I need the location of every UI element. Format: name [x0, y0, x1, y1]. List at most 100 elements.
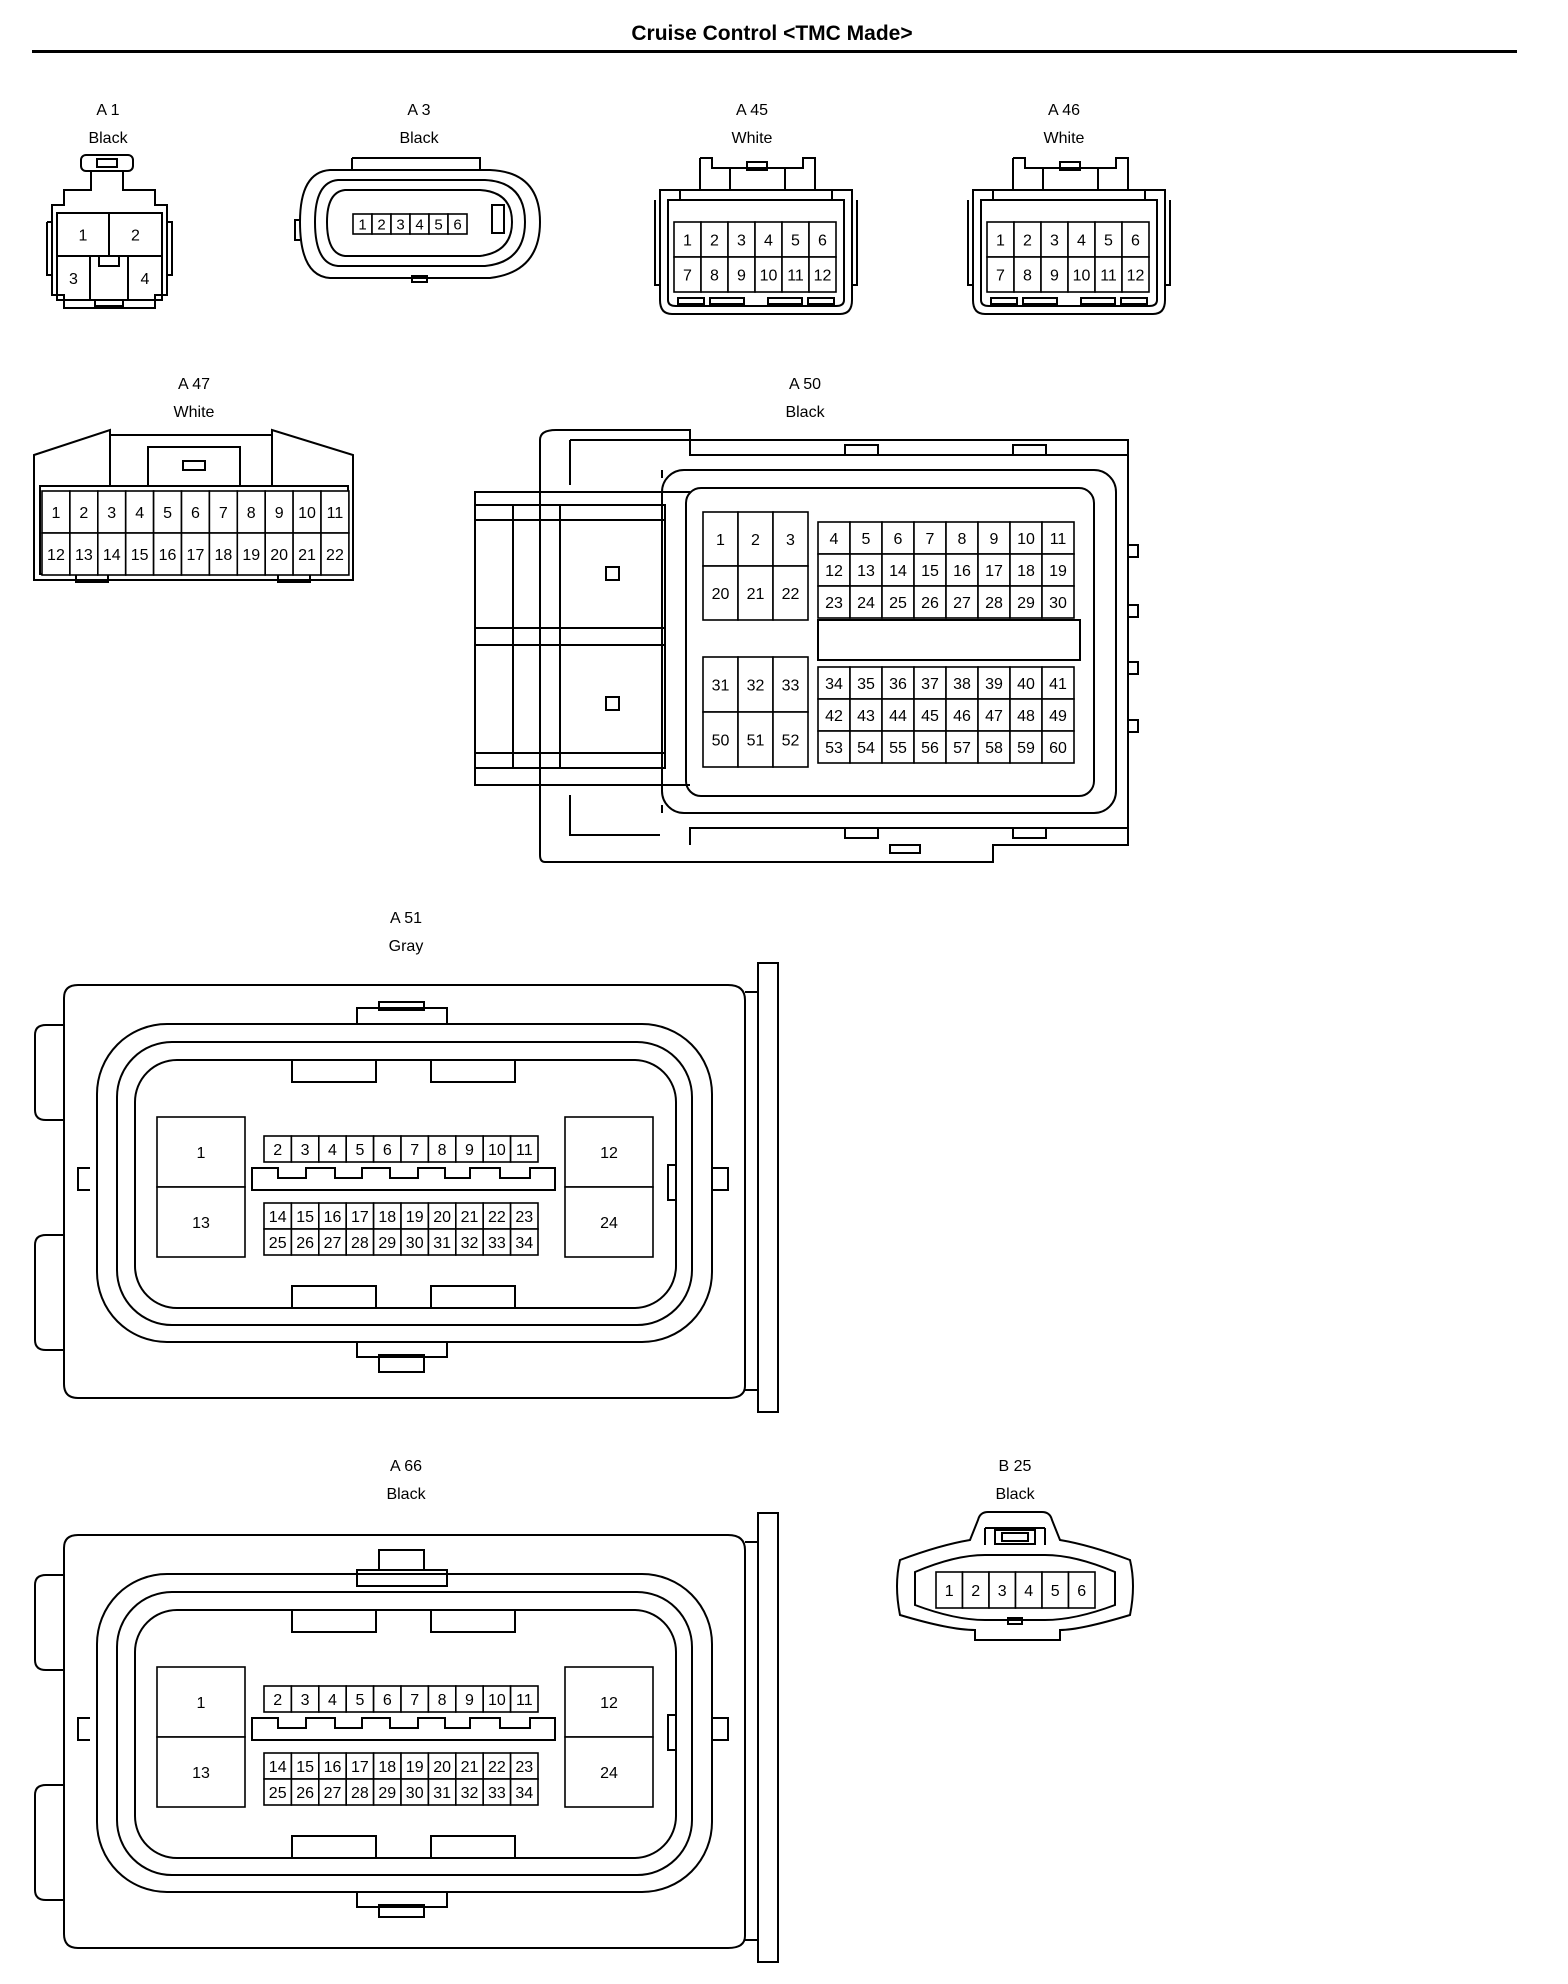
- a51-pin-label: 25: [269, 1235, 287, 1252]
- a47-pin-cell: [69, 490, 99, 534]
- a50-pin-label: 6: [894, 531, 903, 548]
- a66-pin-cell: [454, 1685, 484, 1713]
- a50-pin-label: 54: [857, 740, 875, 757]
- a3-pin-label: 5: [434, 216, 442, 233]
- a51-pin-label: 16: [324, 1209, 342, 1226]
- a50-pin-label: 13: [857, 563, 875, 580]
- a50-pin-label: 40: [1017, 676, 1035, 693]
- a50-pin-label: 11: [1050, 531, 1067, 548]
- connector-b25-code: B 25: [998, 1458, 1032, 1475]
- a50-pin-label: 28: [985, 595, 1003, 612]
- a50-pin-label: 36: [889, 676, 907, 693]
- a66-pin-cell: [345, 1752, 375, 1780]
- a50-pin-cell: [977, 730, 1011, 764]
- a50-pin-label: 57: [953, 740, 971, 757]
- a66-pin-cell: [427, 1778, 457, 1806]
- a47-pin-label: 14: [103, 547, 121, 564]
- a46-pin-label: 3: [1050, 232, 1059, 249]
- a51-pin-cell: [263, 1228, 293, 1256]
- a46-pin-cell: [1013, 256, 1042, 293]
- a50-pin-label: 60: [1049, 740, 1067, 757]
- a66-pin-label: 33: [488, 1785, 506, 1802]
- a47-pin-label: 2: [79, 505, 88, 522]
- a50-pin-label: 30: [1049, 595, 1067, 612]
- a50-pin-label: 29: [1017, 595, 1035, 612]
- a47-pin-cell: [320, 532, 350, 576]
- a47-pin-label: 3: [107, 505, 116, 522]
- a50-pin-label: 42: [825, 708, 843, 725]
- a51-pin-label: 21: [461, 1209, 479, 1226]
- connector-a3-color: Black: [399, 130, 439, 147]
- a50-pin-label: 43: [857, 708, 875, 725]
- a66-pin-label: 17: [351, 1759, 369, 1776]
- a66-pin-cell: [509, 1752, 539, 1780]
- a47-pin-label: 19: [242, 547, 260, 564]
- a51-pin-cell: [427, 1135, 457, 1163]
- a51-pin-cell: [482, 1202, 512, 1230]
- a47-pin-label: 6: [191, 505, 200, 522]
- connector-a46-color: White: [1043, 130, 1085, 147]
- a50-pin-cell: [1009, 698, 1043, 732]
- b25-pin-label: 2: [971, 1583, 980, 1600]
- a50-pin-cell: [1041, 585, 1075, 619]
- a51-pin-cell: [400, 1228, 430, 1256]
- a51-pin-cell: [156, 1186, 246, 1258]
- a66-pin-label: 14: [269, 1759, 287, 1776]
- a50-pin-label: 46: [953, 708, 971, 725]
- a50-pin-label: 4: [830, 531, 839, 548]
- a51-pin-label: 8: [438, 1142, 447, 1159]
- title-rule: [32, 50, 1517, 53]
- a50-pin-label: 32: [747, 677, 765, 694]
- a66-pin-cell: [263, 1752, 293, 1780]
- a47-pin-label: 15: [131, 547, 149, 564]
- a51-pin-label: 30: [406, 1235, 424, 1252]
- connector-a45-color: White: [731, 130, 773, 147]
- a46-pin-label: 1: [996, 232, 1005, 249]
- a51-pin-cell: [372, 1228, 402, 1256]
- a50-pin-cell: [945, 730, 979, 764]
- a50-pin-cell: [1041, 698, 1075, 732]
- a47-pin-label: 10: [298, 505, 316, 522]
- a50-pin-cell: [913, 585, 947, 619]
- a45-pin-label: 7: [683, 267, 692, 284]
- a50-pin-label: 26: [921, 595, 939, 612]
- a66-pin-cell: [263, 1778, 293, 1806]
- a50-pin-label: 52: [782, 732, 800, 749]
- a46-pin-label: 8: [1023, 267, 1032, 284]
- a51-pin-label: 32: [461, 1235, 479, 1252]
- a50-pin-cell: [849, 730, 883, 764]
- page-title: Cruise Control <TMC Made>: [631, 22, 913, 45]
- a46-pin-cell: [986, 221, 1015, 258]
- a47-pin-cell: [152, 490, 183, 534]
- a47-pin-label: 13: [75, 547, 93, 564]
- a51-pin-label: 27: [324, 1235, 342, 1252]
- a51-pin-label: 1: [197, 1145, 206, 1162]
- connector-a51-color: Gray: [388, 938, 424, 955]
- a47-pin-cell: [152, 532, 183, 576]
- b25-pin-label: 5: [1051, 1583, 1060, 1600]
- a51-pin-cell: [564, 1116, 654, 1188]
- a51-pin-label: 7: [410, 1142, 419, 1159]
- a1-pin-label: 3: [69, 271, 78, 288]
- a47-pin-label: 21: [298, 547, 316, 564]
- a51-pin-cell: [427, 1228, 457, 1256]
- a51-pin-cell: [564, 1186, 654, 1258]
- a50-pin-label: 22: [782, 586, 800, 603]
- a66-pin-label: 30: [406, 1785, 424, 1802]
- a50-pin-cell: [1009, 585, 1043, 619]
- connector-a1: [46, 154, 173, 309]
- connector-b25-color: Black: [995, 1486, 1035, 1503]
- a47-pin-label: 12: [47, 547, 65, 564]
- connector-a50: [474, 429, 1139, 863]
- a66-pin-label: 26: [296, 1785, 314, 1802]
- a45-pin-label: 6: [818, 232, 827, 249]
- a46-pin-label: 4: [1077, 232, 1086, 249]
- a50-pin-cell: [977, 585, 1011, 619]
- a50-pin-label: 12: [825, 563, 843, 580]
- a66-pin-label: 12: [600, 1695, 618, 1712]
- a45-pin-cell: [700, 256, 729, 293]
- a45-pin-label: 12: [814, 267, 832, 284]
- connector-a50-color: Black: [785, 404, 825, 421]
- a47-pin-cell: [292, 532, 322, 576]
- a47-pin-cell: [180, 532, 211, 576]
